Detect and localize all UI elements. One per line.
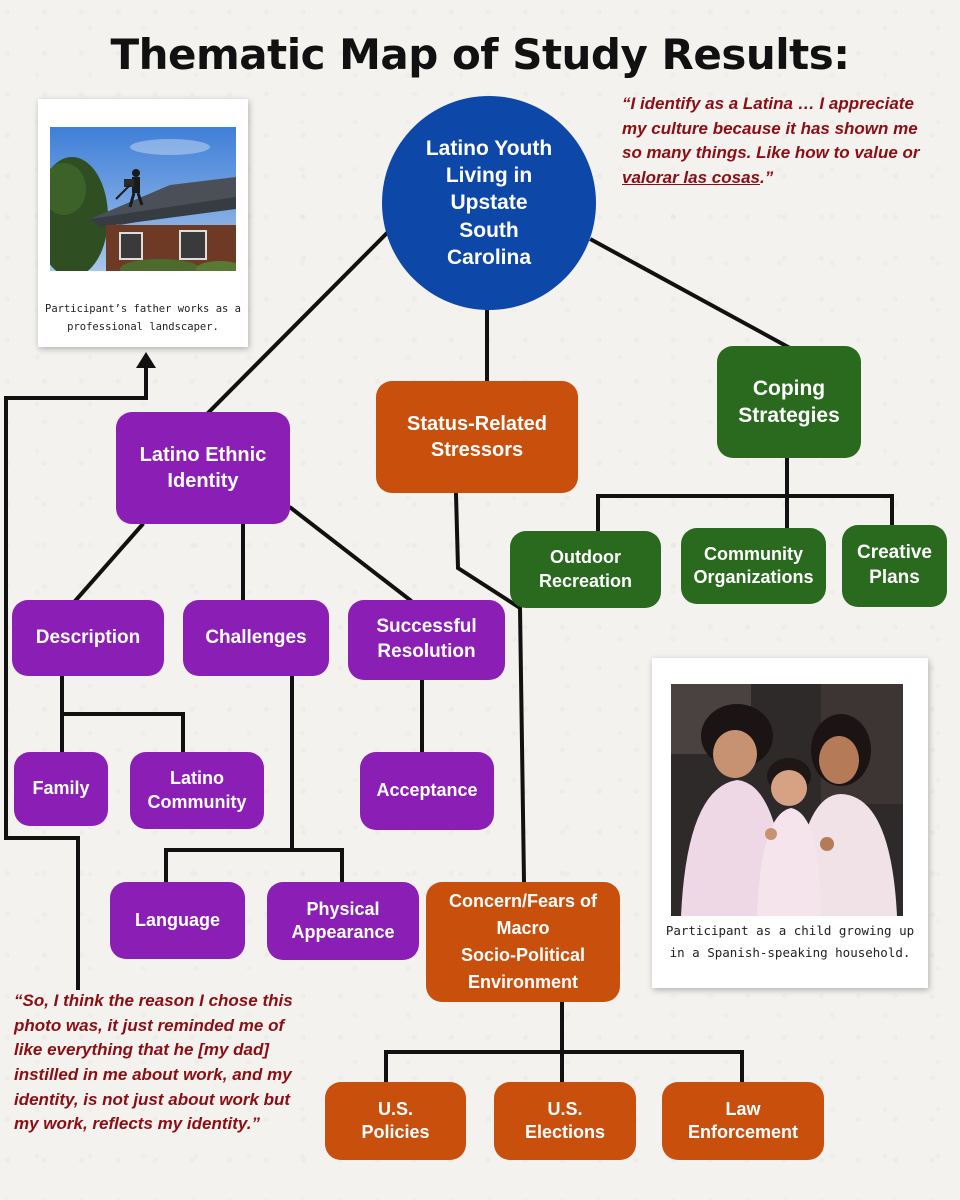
node-community-organizations: Community Organizations (681, 528, 826, 604)
node-coping-strategies: Coping Strategies (717, 346, 861, 458)
quote-bottom: “So, I think the reason I chose this pho… (14, 991, 293, 1134)
child-photo-caption: Participant as a child growing up in a S… (665, 923, 915, 960)
line-coping-bar (596, 494, 894, 532)
node-language: Language (110, 882, 245, 959)
line-identity-description (73, 522, 145, 603)
node-challenges: Challenges (183, 600, 329, 676)
node-physical-appearance: Physical Appearance (267, 882, 419, 960)
childhood-photo (671, 684, 903, 916)
line-description-bar (60, 712, 185, 754)
line-challenges-bar (164, 848, 344, 884)
line-central-identity (205, 229, 391, 416)
arrow-head (136, 352, 156, 368)
node-acceptance: Acceptance (360, 752, 494, 830)
quote-top: “I identify as a Latina … I appreciate m… (622, 94, 920, 187)
node-us-elections: U.S. Elections (494, 1082, 636, 1160)
line-central-coping (589, 237, 793, 351)
node-latino-community: Latino Community (130, 752, 264, 829)
node-us-policies: U.S. Policies (325, 1082, 466, 1160)
line-quote-to-photo (4, 366, 148, 990)
page-title: Thematic Map of Study Results: (110, 30, 851, 79)
node-description: Description (12, 600, 164, 676)
node-concerns-fears: Concern/Fears of Macro Socio-Political E… (426, 882, 620, 1002)
photo-card-father: Participant’s father works as a professi… (38, 99, 248, 347)
node-law-enforcement: Law Enforcement (662, 1082, 824, 1160)
node-family: Family (14, 752, 108, 826)
line-concerns-bar (384, 1050, 744, 1084)
father-photo-caption: Participant’s father works as a professi… (45, 303, 241, 333)
photo-card-child: Participant as a child growing up in a S… (652, 658, 928, 988)
landscaper-photo (50, 127, 236, 271)
line-stressors-concerns (453, 491, 527, 885)
central-node: Latino Youth Living in Upstate South Car… (382, 96, 596, 310)
node-successful-resolution: Successful Resolution (348, 600, 505, 680)
line-identity-resolution (288, 505, 413, 603)
node-outdoor-recreation: Outdoor Recreation (510, 531, 661, 608)
node-status-related-stressors: Status-Related Stressors (376, 381, 578, 493)
node-creative-plans: Creative Plans (842, 525, 947, 607)
node-latino-ethnic-identity: Latino Ethnic Identity (116, 412, 290, 524)
